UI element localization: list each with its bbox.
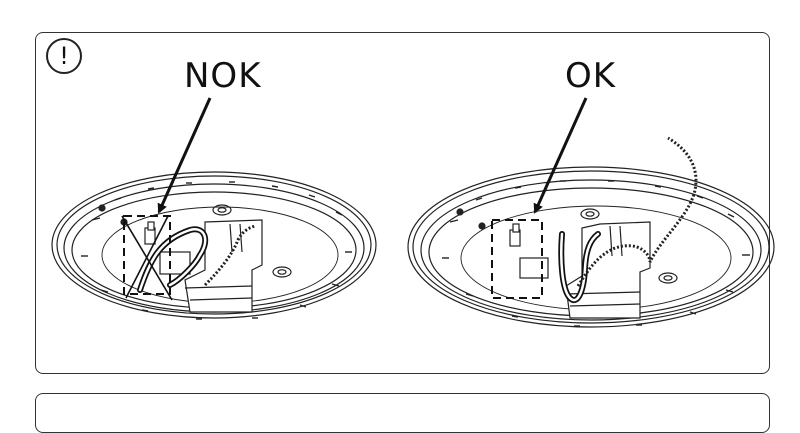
arrow-ok <box>533 97 588 214</box>
warning-icon: ! <box>46 38 82 74</box>
arrow-nok <box>157 97 212 214</box>
nok-label: NOK <box>184 56 262 96</box>
outer-rim-ok <box>407 166 775 328</box>
outer-rim-nok <box>51 171 377 319</box>
illustration-canvas <box>51 97 775 328</box>
ok-label: OK <box>565 56 617 96</box>
highlight-box-nok <box>123 215 171 295</box>
fixture-nok <box>51 171 377 320</box>
instruction-panel <box>35 32 770 374</box>
